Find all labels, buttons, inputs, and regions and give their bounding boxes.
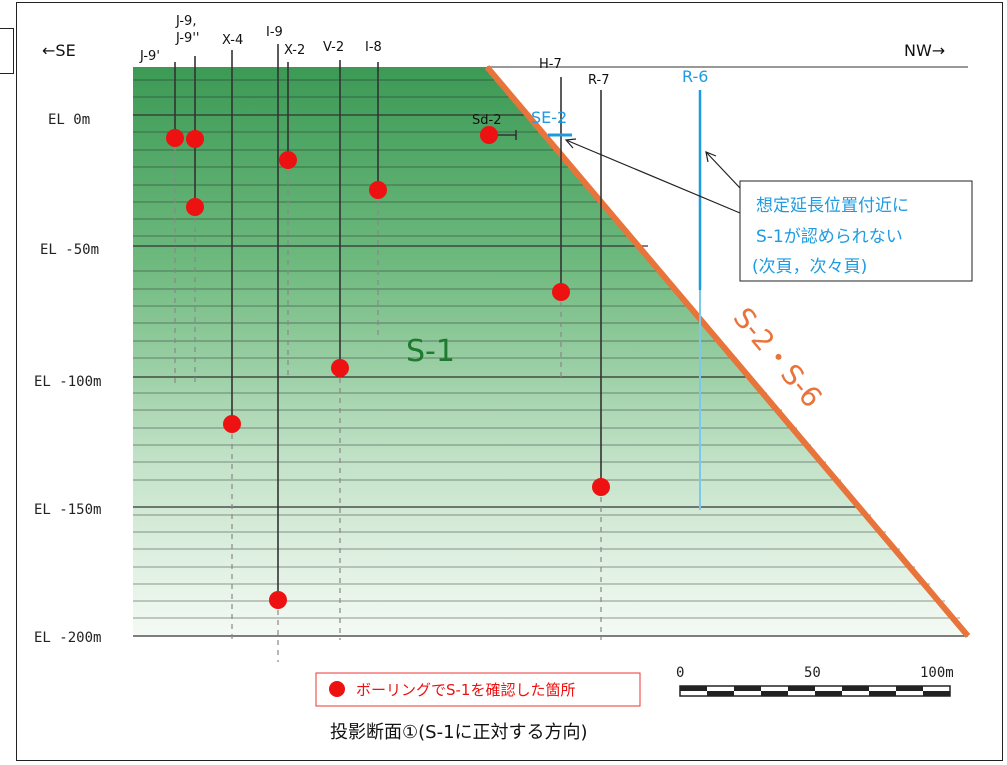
dot-h7 <box>552 283 570 301</box>
edge-box <box>0 28 14 74</box>
label-j9pp: J-9'' <box>175 31 199 46</box>
el-150: EL -150m <box>34 502 101 518</box>
dot-j9c <box>186 130 204 148</box>
dot-sd2 <box>480 126 498 144</box>
el-0: EL 0m <box>48 112 90 128</box>
borehole-lines <box>174 44 602 600</box>
legend-dot <box>329 681 345 697</box>
borehole-dashes <box>174 138 602 662</box>
scale-bar: 0 50 100m <box>676 665 954 697</box>
fault-s1-label: S-1 <box>406 334 455 369</box>
dot-x4 <box>223 415 241 433</box>
label-sd2: Sd-2 <box>472 113 501 128</box>
label-j9c: J-9, <box>175 14 196 29</box>
dot-x2 <box>279 151 297 169</box>
callout-arrows <box>564 138 741 214</box>
callout-line-3: (次頁，次々頁) <box>752 257 867 277</box>
el-50: EL -50m <box>40 242 99 258</box>
direction-nw: NW→ <box>904 41 945 60</box>
borehole-labels: J-9' J-9, J-9'' X-4 I-9 X-2 V-2 I-8 Sd-2… <box>139 14 609 128</box>
callout-line-1: 想定延長位置付近に <box>756 196 909 216</box>
elevation-labels: EL 0m EL -50m EL -100m EL -150m EL -200m <box>34 112 101 646</box>
s1-ground-body <box>133 67 968 636</box>
label-r6: R-6 <box>682 67 708 86</box>
el-100: EL -100m <box>34 374 101 390</box>
scale-50: 50 <box>804 665 821 681</box>
el-200: EL -200m <box>34 630 101 646</box>
label-r7: R-7 <box>588 73 609 88</box>
dot-v2 <box>331 359 349 377</box>
callout-line-2: S-1が認められない <box>756 227 903 247</box>
label-x2: X-2 <box>284 43 305 58</box>
dot-j9p <box>166 129 184 147</box>
figure-frame <box>16 2 1003 761</box>
scale-100: 100m <box>920 665 954 681</box>
caption: 投影断面①(S-1に正対する方向) <box>330 722 588 743</box>
label-h7: H-7 <box>539 57 562 72</box>
dot-i8 <box>369 181 387 199</box>
callout-box <box>739 180 973 282</box>
elevation-main-lines <box>133 114 968 637</box>
label-i8: I-8 <box>365 40 382 55</box>
legend-box <box>315 672 641 707</box>
callout-text: 想定延長位置付近に S-1が認められない (次頁，次々頁) <box>752 196 909 277</box>
fault-s2-s6 <box>484 65 971 638</box>
label-j9p: J-9' <box>139 49 160 64</box>
dot-i9 <box>269 591 287 609</box>
dot-j9pp <box>186 198 204 216</box>
label-x4: X-4 <box>222 33 243 48</box>
label-i9: I-9 <box>266 25 283 40</box>
label-v2: V-2 <box>323 40 344 55</box>
scale-0: 0 <box>676 665 684 681</box>
dot-r7 <box>592 478 610 496</box>
label-se2: SE-2 <box>531 108 567 127</box>
legend-label: ボーリングでS-1を確認した箇所 <box>356 681 575 699</box>
direction-se: ←SE <box>42 41 76 60</box>
s1-confirmed-dots <box>166 126 610 609</box>
